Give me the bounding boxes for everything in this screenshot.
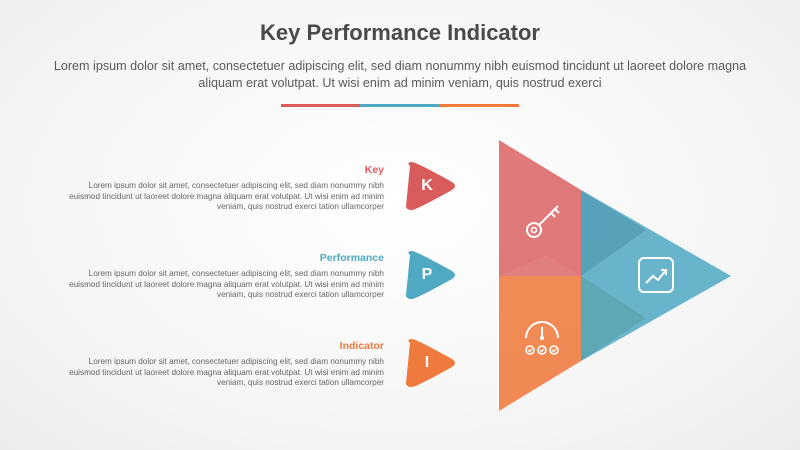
triangle-red-segment	[499, 140, 581, 276]
key-badge: K	[404, 158, 460, 214]
rounded-triangle-shape	[406, 162, 455, 210]
overlay-lower	[581, 276, 646, 361]
rounded-triangle-shape	[406, 251, 455, 299]
badge-letter: P	[421, 266, 433, 283]
overlay-center	[499, 255, 581, 276]
divider-orange-segment	[439, 104, 519, 107]
page-title: Key Performance Indicator	[260, 20, 540, 45]
triangle-blue-segment	[581, 190, 731, 361]
rounded-triangle-shape	[406, 339, 455, 387]
divider-blue-segment	[360, 104, 440, 107]
item-description: Lorem ipsum dolor sit amet, consectetuer…	[69, 357, 384, 388]
performance-badge: P	[404, 247, 460, 303]
triangle-orange-segment	[499, 276, 581, 411]
badge-letter: K	[421, 177, 433, 194]
divider-red-segment	[281, 104, 361, 107]
page-subtitle: Lorem ipsum dolor sit amet, consectetuer…	[53, 59, 747, 90]
item-description: Lorem ipsum dolor sit amet, consectetuer…	[69, 181, 384, 212]
gauge-checks-icon	[525, 321, 559, 355]
badge-letter: I	[424, 354, 430, 371]
kpi-triangle	[499, 140, 731, 411]
item-heading: Performance	[319, 252, 384, 264]
indicator-badge: I	[404, 335, 460, 391]
key-icon	[526, 205, 560, 238]
item-description: Lorem ipsum dolor sit amet, consectetuer…	[69, 269, 384, 300]
overlay-upper	[581, 190, 646, 276]
trend-chart-icon	[638, 257, 674, 293]
item-heading: Key	[364, 164, 384, 176]
item-heading: Indicator	[339, 340, 384, 352]
